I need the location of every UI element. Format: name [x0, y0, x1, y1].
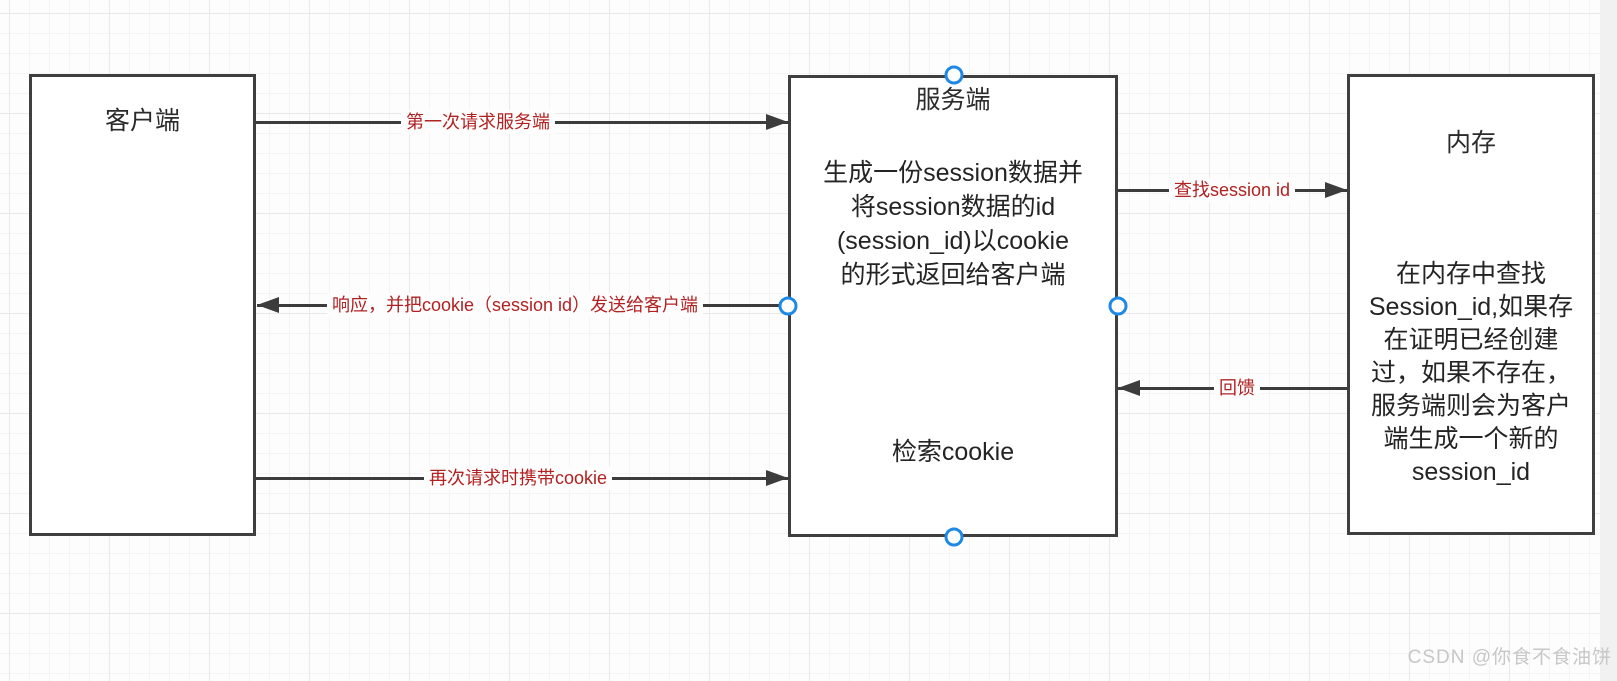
memory-body-line: 在内存中查找	[1395, 260, 1546, 288]
connection-point-left-icon[interactable]	[778, 296, 798, 316]
memory-body-line: 端生成一个新的	[1383, 425, 1559, 453]
arrowhead-left-icon	[257, 297, 279, 313]
arrowhead-left-icon	[1118, 380, 1140, 396]
memory-body-line: 过，如果不存在，	[1370, 359, 1571, 387]
server-node[interactable]: 服务端 生成一份session数据并 将session数据的id (sessio…	[788, 75, 1118, 537]
memory-body-line: Session_id,如果存	[1368, 293, 1574, 321]
server-body-line: 生成一份session数据并	[823, 159, 1083, 187]
watermark: CSDN @你食不食油饼	[1407, 647, 1612, 668]
server-node-footer: 检索cookie	[891, 438, 1015, 466]
canvas-right-edge-strip	[1600, 0, 1617, 681]
server-node-title: 服务端	[915, 86, 991, 114]
arrowhead-right-icon	[1325, 182, 1347, 198]
edge-first-request-label[interactable]: 第一次请求服务端	[401, 110, 555, 134]
server-body-line: 将session数据的id	[850, 193, 1056, 221]
memory-body-line: session_id	[1411, 458, 1531, 486]
memory-body-line: 服务端则会为客户	[1370, 392, 1571, 420]
edge-response-cookie-label[interactable]: 响应，并把cookie（session id）发送给客户端	[326, 293, 704, 317]
server-body-line: (session_id)以cookie	[836, 227, 1070, 255]
connection-point-bottom-icon[interactable]	[944, 527, 964, 547]
connection-point-right-icon[interactable]	[1108, 296, 1128, 316]
connection-point-top-icon[interactable]	[944, 65, 964, 85]
memory-node-title: 内存	[1445, 129, 1496, 157]
arrowhead-right-icon	[766, 114, 788, 130]
client-node[interactable]: 客户端	[29, 74, 256, 536]
edge-find-session-label[interactable]: 查找session id	[1168, 178, 1296, 202]
memory-node-body: 在内存中查找 Session_id,如果存 在证明已经创建 过，如果不存在， 服…	[1350, 258, 1592, 489]
client-node-title: 客户端	[104, 107, 180, 135]
server-body-line: 的形式返回给客户端	[840, 261, 1066, 289]
edge-second-request-label[interactable]: 再次请求时携带cookie	[423, 466, 613, 490]
memory-body-line: 在证明已经创建	[1383, 326, 1559, 354]
memory-node[interactable]: 内存 在内存中查找 Session_id,如果存 在证明已经创建 过，如果不存在…	[1347, 74, 1595, 535]
arrowhead-right-icon	[766, 470, 788, 486]
edge-feedback-label[interactable]: 回馈	[1214, 376, 1260, 400]
server-node-body: 生成一份session数据并 将session数据的id (session_id…	[791, 156, 1115, 292]
